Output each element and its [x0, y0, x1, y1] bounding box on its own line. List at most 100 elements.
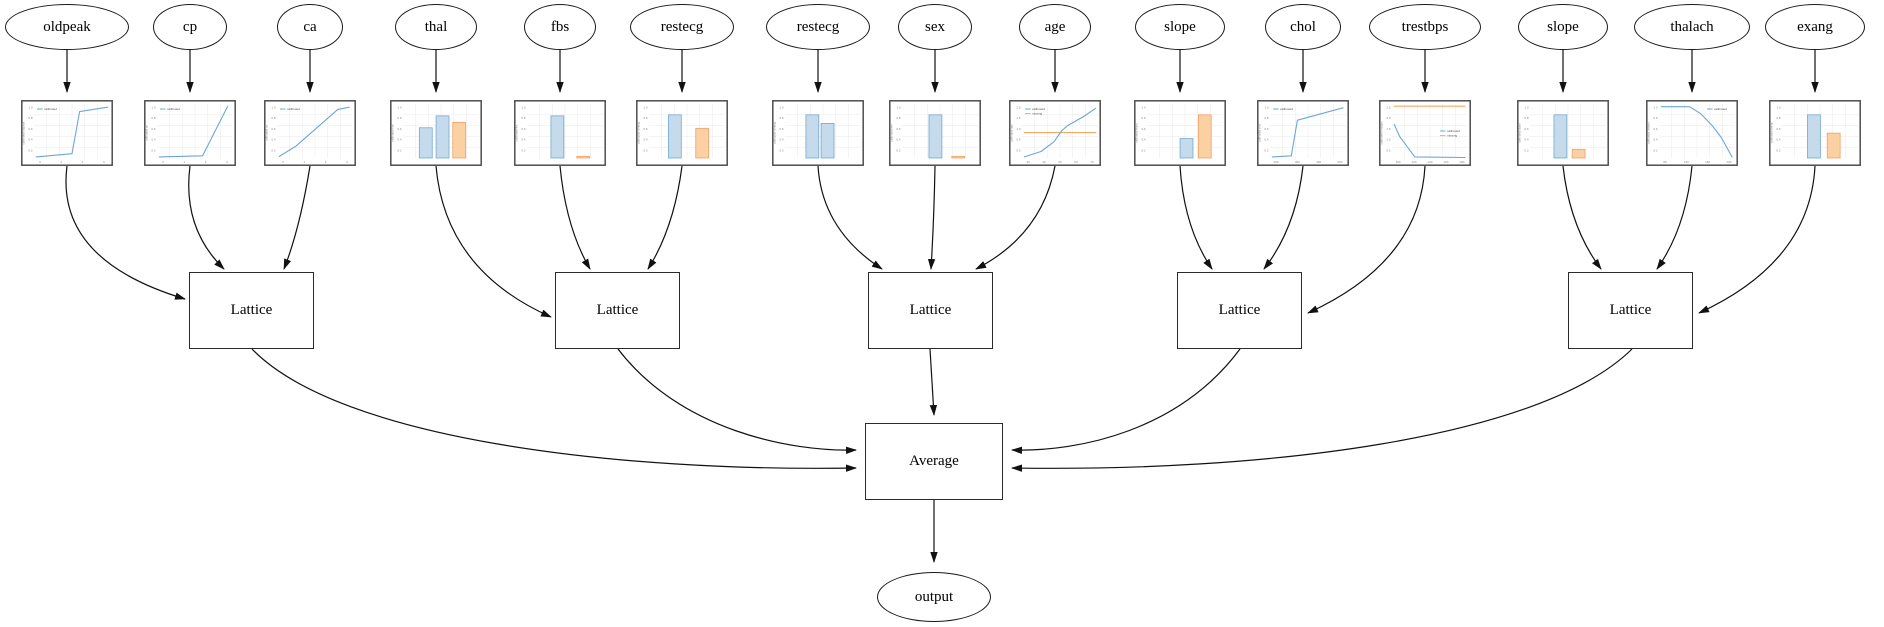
- svg-text:40: 40: [1042, 160, 1046, 164]
- svg-text:80: 80: [1663, 160, 1667, 164]
- svg-text:missing: missing: [1032, 112, 1043, 116]
- edge-plot-thalach-to-lattice: [1656, 165, 1693, 270]
- edge-plot-ca-to-lattice: [283, 165, 311, 270]
- plot-series: [1393, 105, 1466, 159]
- lattice-label: Lattice: [909, 302, 952, 318]
- svg-text:3: 3: [226, 160, 228, 164]
- svg-text:0.6: 0.6: [397, 127, 402, 131]
- svg-text:1.0: 1.0: [521, 105, 526, 109]
- svg-text:0.6: 0.6: [28, 127, 33, 131]
- svg-text:1.0: 1.0: [896, 105, 901, 109]
- feature-ellipse-restecg2: restecg: [766, 4, 870, 50]
- feature-ellipse-exang: exang: [1765, 4, 1865, 50]
- plot-yticks: 1.00.80.60.40.2: [896, 105, 901, 152]
- svg-text:calibrated: calibrated: [287, 107, 300, 111]
- svg-text:1.0: 1.0: [1776, 105, 1781, 109]
- plot-ylabel: calibrated ca: [265, 125, 269, 141]
- plot-legend: calibrated: [1707, 107, 1727, 111]
- plot-grid: [527, 104, 603, 158]
- svg-text:0.4: 0.4: [643, 138, 648, 142]
- svg-text:0: 0: [162, 160, 164, 164]
- svg-text:0.2: 0.2: [1141, 149, 1146, 153]
- svg-text:1.0: 1.0: [1264, 105, 1269, 109]
- svg-text:60: 60: [1074, 160, 1078, 164]
- edge-plot-restecg-to-lattice: [647, 165, 683, 270]
- plot-yticks: 2.52.01.51.00.5: [1386, 105, 1391, 152]
- edge-plot-oldpeak-to-lattice: [65, 165, 186, 300]
- svg-text:0.2: 0.2: [521, 149, 526, 153]
- svg-text:1.0: 1.0: [28, 105, 33, 109]
- plot-ylabel: calibrated age: [1010, 124, 1014, 142]
- plot-ylabel: calibrated exang: [1770, 122, 1774, 143]
- svg-text:1.5: 1.5: [1386, 127, 1391, 131]
- svg-text:0.4: 0.4: [521, 138, 526, 142]
- plot-yticks: 1.00.80.60.40.2: [521, 105, 526, 152]
- plot-ylabel: calibrated trestbps: [1380, 121, 1384, 144]
- svg-text:120: 120: [1412, 160, 1417, 164]
- svg-text:0.5: 0.5: [1016, 138, 1021, 142]
- edge-plot-slope-to-lattice: [1179, 165, 1213, 270]
- plot-legend: calibrated: [37, 107, 57, 111]
- lattice-label: Lattice: [1218, 302, 1261, 318]
- svg-text:200: 200: [1726, 160, 1731, 164]
- svg-text:0.2: 0.2: [1776, 149, 1781, 153]
- lattice-box-4: Lattice: [1177, 272, 1302, 349]
- lattice-label: Lattice: [1609, 302, 1652, 318]
- edge-lattice-2-to-average: [617, 348, 857, 454]
- svg-text:1.0: 1.0: [1016, 127, 1021, 131]
- svg-text:0.6: 0.6: [1524, 127, 1529, 131]
- feature-label: chol: [1290, 18, 1316, 35]
- plot-series: [278, 106, 350, 157]
- svg-text:0.6: 0.6: [643, 127, 648, 131]
- plot-series: [35, 106, 109, 158]
- feature-ellipse-fbs: fbs: [524, 4, 596, 50]
- feature-label: cp: [182, 18, 198, 35]
- svg-text:300: 300: [1295, 160, 1300, 164]
- svg-text:0.8: 0.8: [151, 116, 156, 120]
- svg-text:0.2: 0.2: [271, 149, 276, 153]
- svg-text:calibrated: calibrated: [1447, 129, 1460, 133]
- feature-ellipse-ca: ca: [277, 4, 343, 50]
- feature-label: restecg: [796, 18, 840, 35]
- svg-text:0.8: 0.8: [397, 116, 402, 120]
- plot-series: [158, 105, 229, 158]
- plot-ylabel: calibrated thal: [391, 124, 395, 142]
- edge-plot-fbs-to-lattice: [559, 165, 591, 270]
- edge-plot-restecg2-to-lattice: [817, 165, 883, 270]
- svg-text:0.8: 0.8: [1524, 116, 1529, 120]
- svg-text:0.6: 0.6: [1776, 127, 1781, 131]
- svg-text:200: 200: [1274, 160, 1279, 164]
- plot-grid: [1022, 104, 1098, 158]
- svg-text:160: 160: [1443, 160, 1448, 164]
- svg-text:2.5: 2.5: [1386, 105, 1391, 109]
- plot-grid: [277, 104, 353, 158]
- feature-ellipse-thalach: thalach: [1634, 4, 1750, 50]
- svg-text:0.4: 0.4: [271, 138, 276, 142]
- plot-grid: [1659, 104, 1735, 158]
- svg-text:4: 4: [82, 160, 84, 164]
- svg-text:0.0: 0.0: [1016, 149, 1021, 153]
- plot-yticks: 1.00.80.60.40.2: [1776, 105, 1781, 152]
- svg-text:2.0: 2.0: [1016, 105, 1021, 109]
- feature-ellipse-oldpeak: oldpeak: [5, 4, 129, 50]
- output-ellipse: output: [877, 572, 991, 622]
- plot-ylabel: calibrated cp: [145, 125, 149, 141]
- edge-lattice-4-to-average: [1011, 348, 1241, 454]
- feature-label: fbs: [550, 18, 570, 35]
- feature-ellipse-thal: thal: [395, 4, 477, 50]
- plot-ylabel: calibrated restecg: [773, 122, 777, 145]
- feature-label: sex: [925, 18, 945, 35]
- plot-yticks: 2.01.51.00.50.0: [1016, 105, 1021, 152]
- svg-text:calibrated: calibrated: [1280, 107, 1293, 111]
- svg-text:0.8: 0.8: [896, 116, 901, 120]
- svg-text:50: 50: [1058, 160, 1062, 164]
- edge-plot-age-to-lattice: [975, 165, 1056, 270]
- plot-ylabel: calibrated sex: [890, 124, 894, 142]
